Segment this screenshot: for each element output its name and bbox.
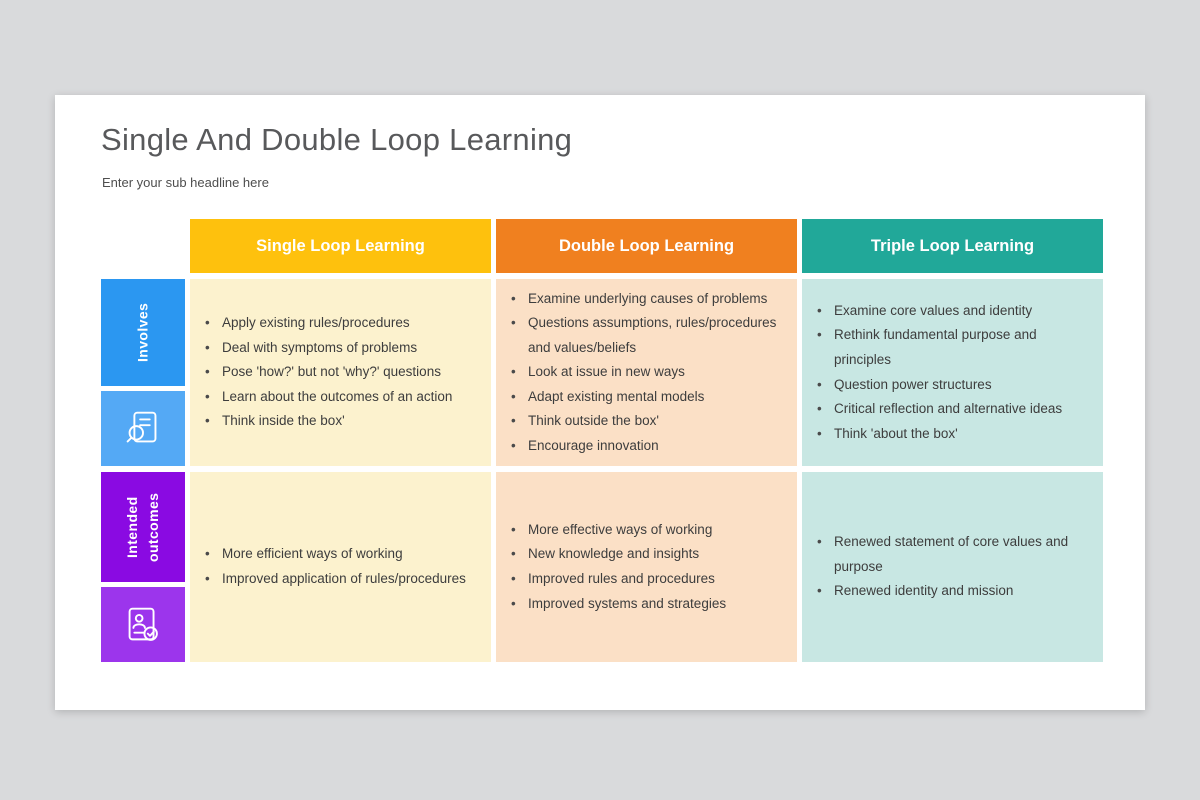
bullet-item: Apply existing rules/procedures (200, 311, 475, 336)
row-label-involves: Involves (101, 279, 185, 466)
bullet-item: Examine underlying causes of problems (506, 287, 781, 312)
bullet-item: Improved application of rules/procedures (200, 567, 475, 592)
cell-outcomes-triple-loop: Renewed statement of core values and pur… (802, 472, 1103, 662)
bullet-list: Renewed statement of core values and pur… (812, 530, 1087, 604)
bullet-item: Encourage innovation (506, 434, 781, 459)
bullet-item: Learn about the outcomes of an action (200, 385, 475, 410)
slide-canvas: Single And Double Loop Learning Enter yo… (55, 95, 1145, 710)
page-title: Single And Double Loop Learning (101, 122, 573, 157)
id-card-check-icon (101, 587, 185, 662)
bullet-item: Renewed statement of core values and pur… (812, 530, 1087, 579)
bullet-item: Improved systems and strategies (506, 592, 781, 617)
loop-learning-table: Single Loop Learning Double Loop Learnin… (101, 219, 1103, 662)
cell-involves-single-loop: Apply existing rules/proceduresDeal with… (190, 279, 491, 466)
bullet-item: Questions assumptions, rules/procedures … (506, 311, 781, 360)
bullet-item: Improved rules and procedures (506, 567, 781, 592)
bullet-list: Examine core values and identityRethink … (812, 299, 1087, 446)
bullet-item: Look at issue in new ways (506, 360, 781, 385)
cell-involves-double-loop: Examine underlying causes of problemsQue… (496, 279, 797, 466)
bullet-item: Adapt existing mental models (506, 385, 781, 410)
bullet-item: Renewed identity and mission (812, 579, 1087, 604)
row-label-intended-outcomes: Intended outcomes (101, 472, 185, 662)
bullet-item: Critical reflection and alternative idea… (812, 397, 1087, 422)
bullet-item: Examine core values and identity (812, 299, 1087, 324)
bullet-item: More efficient ways of working (200, 542, 475, 567)
bullet-item: Rethink fundamental purpose and principl… (812, 323, 1087, 372)
page-subtitle: Enter your sub headline here (102, 175, 269, 190)
bullet-item: Think outside the box' (506, 409, 781, 434)
column-header-triple-loop: Triple Loop Learning (802, 219, 1103, 273)
bullet-item: New knowledge and insights (506, 542, 781, 567)
row-label-intended-outcomes-text: Intended outcomes (101, 472, 185, 582)
bullet-list: Examine underlying causes of problemsQue… (506, 287, 781, 459)
bullet-list: More efficient ways of workingImproved a… (200, 542, 475, 591)
bullet-item: Pose 'how?' but not 'why?' questions (200, 360, 475, 385)
table-corner-spacer (101, 219, 185, 273)
bullet-item: Think 'about the box' (812, 422, 1087, 447)
bullet-item: Question power structures (812, 373, 1087, 398)
row-label-involves-text: Involves (101, 279, 185, 386)
bullet-list: Apply existing rules/proceduresDeal with… (200, 311, 475, 434)
bullet-item: Think inside the box' (200, 409, 475, 434)
cell-involves-triple-loop: Examine core values and identityRethink … (802, 279, 1103, 466)
bullet-item: Deal with symptoms of problems (200, 336, 475, 361)
document-magnifier-icon (101, 391, 185, 466)
bullet-item: More effective ways of working (506, 518, 781, 543)
column-header-single-loop: Single Loop Learning (190, 219, 491, 273)
cell-outcomes-double-loop: More effective ways of workingNew knowle… (496, 472, 797, 662)
column-header-double-loop: Double Loop Learning (496, 219, 797, 273)
cell-outcomes-single-loop: More efficient ways of workingImproved a… (190, 472, 491, 662)
bullet-list: More effective ways of workingNew knowle… (506, 518, 781, 616)
